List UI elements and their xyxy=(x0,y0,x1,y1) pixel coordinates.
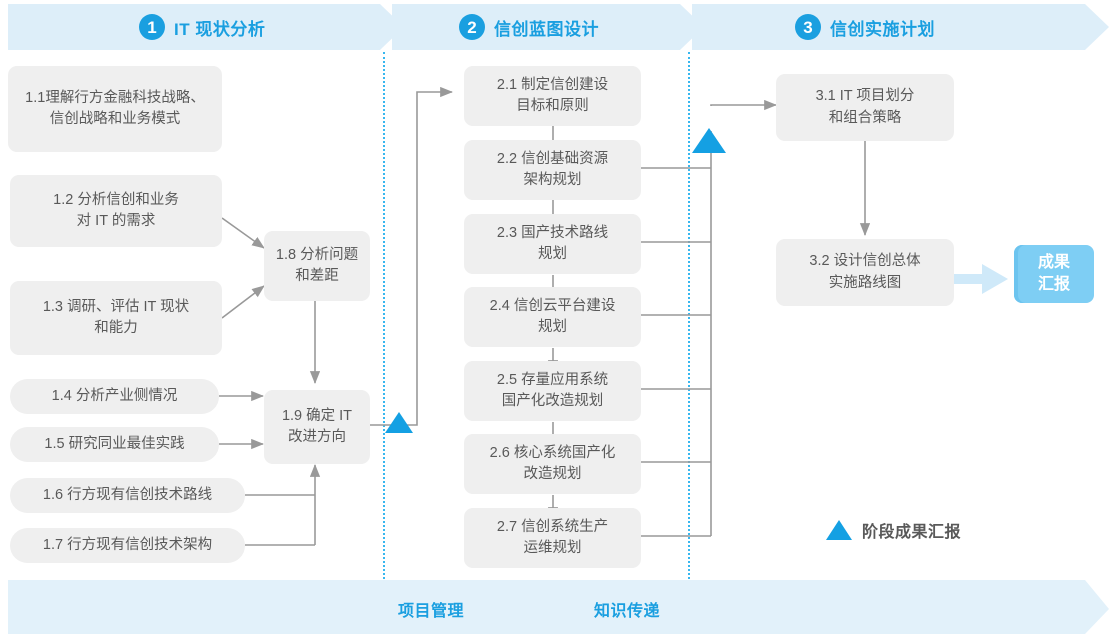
node-1-3[interactable]: 1.3 调研、评估 IT 现状 和能力 xyxy=(10,281,222,355)
node-2-2[interactable]: 2.2 信创基础资源 架构规划 xyxy=(464,140,641,200)
milestone-triangle-phase1 xyxy=(385,412,413,433)
node-3-2[interactable]: 3.2 设计信创总体 实施路线图 xyxy=(776,239,954,306)
milestone-triangle-phase2 xyxy=(692,128,726,153)
legend-label: 阶段成果汇报 xyxy=(862,524,962,541)
node-2-1[interactable]: 2.1 制定信创建设 目标和原则 xyxy=(464,66,641,126)
node-2-7[interactable]: 2.7 信创系统生产 运维规划 xyxy=(464,508,641,568)
node-1-1[interactable]: 1.1理解行方金融科技战略、 信创战略和业务模式 xyxy=(8,66,222,152)
node-1-9[interactable]: 1.9 确定 IT 改进方向 xyxy=(264,390,370,464)
node-1-5[interactable]: 1.5 研究同业最佳实践 xyxy=(10,427,219,462)
phase-banner xyxy=(8,4,1109,50)
link-bus-to-3-1 xyxy=(710,99,777,111)
node-2-4[interactable]: 2.4 信创云平台建设 规划 xyxy=(464,287,641,347)
node-1-4[interactable]: 1.4 分析产业侧情况 xyxy=(10,379,219,414)
triangle-icon xyxy=(826,520,852,540)
footer-banner xyxy=(8,580,1109,634)
node-3-1[interactable]: 3.1 IT 项目划分 和组合策略 xyxy=(776,74,954,141)
phase-banner-segment-1 xyxy=(8,4,404,50)
node-2-6[interactable]: 2.6 核心系统国产化 改造规划 xyxy=(464,434,641,494)
footer-banner-shape xyxy=(8,580,1109,634)
link-1-3-to-1-8 xyxy=(221,285,265,319)
node-1-6[interactable]: 1.6 行方现有信创技术路线 xyxy=(10,478,245,513)
result-report-node[interactable]: 成果 汇报 xyxy=(1014,245,1094,303)
column-divider-2 xyxy=(688,52,690,579)
node-1-7[interactable]: 1.7 行方现有信创技术架构 xyxy=(10,528,245,563)
footer-label-knowledge-transfer[interactable]: 知识传递 xyxy=(594,603,661,620)
phase-banner-segment-3 xyxy=(692,4,1109,50)
node-2-3[interactable]: 2.3 国产技术路线 规划 xyxy=(464,214,641,274)
link-3-2-to-result xyxy=(946,264,1008,294)
node-1-2[interactable]: 1.2 分析信创和业务 对 IT 的需求 xyxy=(10,175,222,247)
phase-banner-segment-2 xyxy=(392,4,704,50)
footer-label-project-management[interactable]: 项目管理 xyxy=(398,603,465,620)
link-1-2-to-1-8 xyxy=(221,217,265,249)
node-2-5[interactable]: 2.5 存量应用系统 国产化改造规划 xyxy=(464,361,641,421)
node-1-8[interactable]: 1.8 分析问题 和差距 xyxy=(264,231,370,301)
legend: 阶段成果汇报 xyxy=(826,518,961,542)
column-divider-1 xyxy=(383,52,385,579)
